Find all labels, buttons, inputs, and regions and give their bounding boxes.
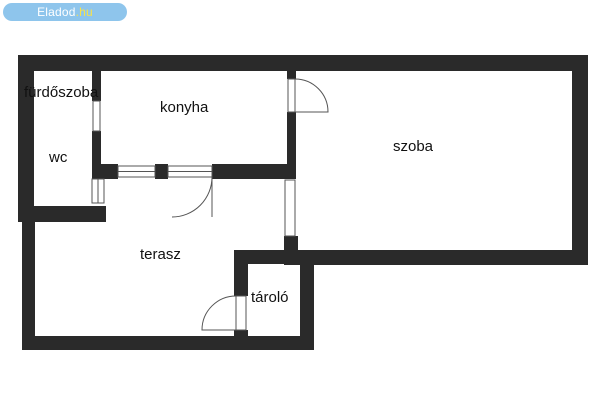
wall-room-bottom <box>284 250 588 265</box>
wall-kitchen-room-top <box>287 71 296 79</box>
walls <box>18 55 588 350</box>
wall-left-upper <box>18 55 34 222</box>
door-room-swing <box>294 78 329 113</box>
door-storage <box>235 295 247 331</box>
wall-storage-left-upper <box>234 250 248 296</box>
wall-wc-bottom <box>18 206 106 222</box>
label-bathroom: fürdőszoba <box>24 84 99 101</box>
wall-bath-kitchen-bottom <box>92 131 101 176</box>
wall-top <box>18 55 588 71</box>
door-room <box>287 78 296 113</box>
label-kitchen: konyha <box>160 99 209 116</box>
wall-bottom <box>22 336 314 350</box>
wall-storage-right <box>300 250 314 350</box>
wall-kitchen-bottom-3 <box>212 164 296 179</box>
wall-kitchen-room <box>287 112 296 174</box>
wall-terrace-left <box>22 222 35 346</box>
label-wc: wc <box>48 149 68 166</box>
wall-room-corner <box>284 236 298 251</box>
wall-storage-left-lower <box>234 330 248 350</box>
door-room-terrace <box>284 179 296 237</box>
label-terrace: terasz <box>140 246 181 263</box>
brand-tld: .hu <box>75 5 93 19</box>
wall-bath-kitchen-top <box>92 71 101 101</box>
door-kitchen-swing <box>171 176 213 218</box>
brand-logo-badge: Eladod.hu <box>3 3 127 21</box>
wall-storage-top <box>234 250 314 264</box>
label-storage: tároló <box>251 289 289 306</box>
wall-right <box>572 55 588 265</box>
doors <box>92 78 329 331</box>
brand-name: Eladod <box>37 5 76 19</box>
label-room: szoba <box>393 138 434 155</box>
wall-kitchen-bottom-1 <box>92 164 118 179</box>
door-storage-swing <box>201 295 237 331</box>
door-bathroom <box>92 100 101 132</box>
wall-kitchen-bottom-2 <box>155 164 168 179</box>
windows <box>91 165 213 204</box>
